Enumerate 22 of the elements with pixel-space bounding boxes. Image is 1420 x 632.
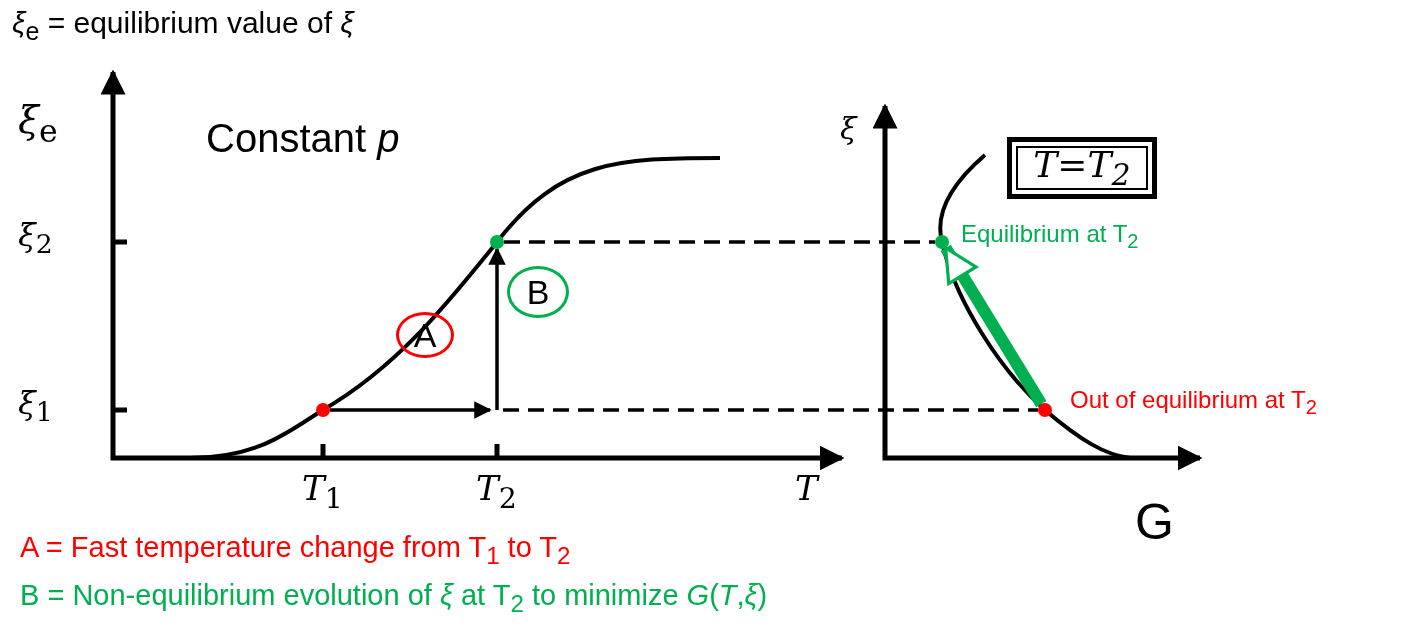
tick-label: ξ$_{2}$ xyxy=(18,218,53,259)
title: ξ$_{e}$ = equilibrium value of ξ xyxy=(12,6,354,46)
data-point xyxy=(316,403,330,417)
thick-arrow xyxy=(940,244,1047,408)
arrow xyxy=(330,401,492,419)
arrow xyxy=(488,247,506,410)
axis-label: T xyxy=(795,470,818,508)
axis-label: G xyxy=(1135,495,1174,550)
tick-label: T$_{2}$ xyxy=(476,470,517,514)
condition-box: T=T$_{2}$ xyxy=(1007,137,1157,199)
axis-label: ξ xyxy=(840,112,857,145)
legend-note: B = Non-equilibrium evolution of ξ at T$_{2}$ to minimize G(T,ξ) xyxy=(20,580,768,618)
dashed-line xyxy=(504,240,935,244)
step-marker: B xyxy=(507,266,569,318)
data-point xyxy=(490,235,504,249)
dashed-line xyxy=(503,408,1038,412)
point-label: Equilibrium at T$_{2}$ xyxy=(961,221,1139,252)
tick-label: ξ$_{1}$ xyxy=(18,386,53,427)
point-label: Out of equilibrium at T$_{2}$ xyxy=(1070,387,1317,418)
tick-label: T$_{1}$ xyxy=(302,470,343,514)
axis-label: ξ$_{e}$ xyxy=(18,100,58,149)
legend-note: A = Fast temperature change from T$_{1}$ to T$_{2}$ xyxy=(20,532,571,570)
